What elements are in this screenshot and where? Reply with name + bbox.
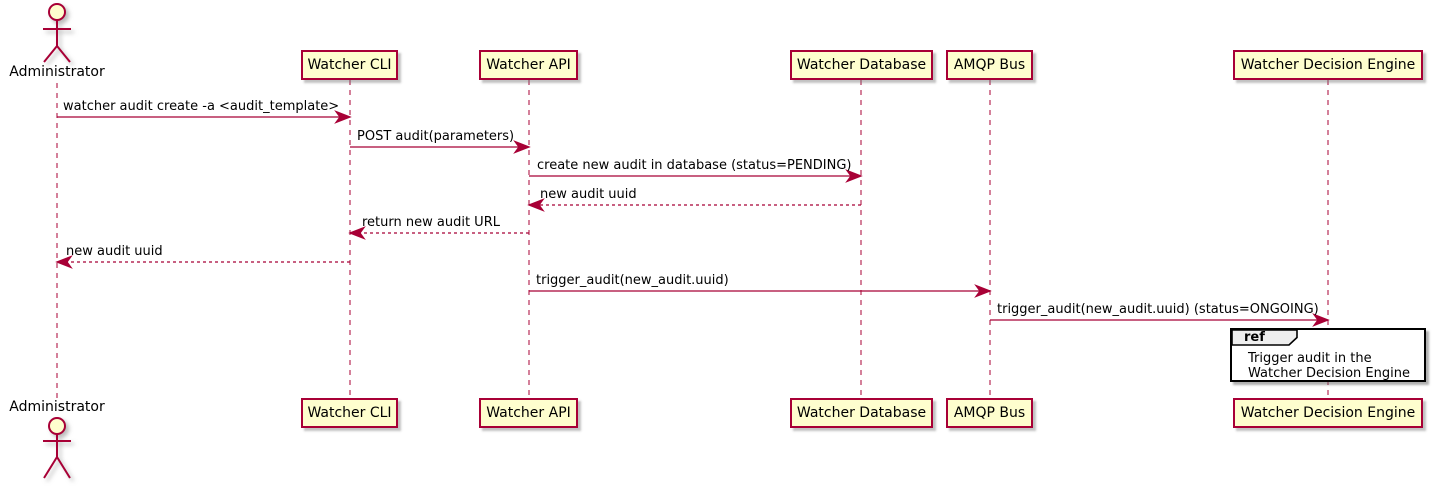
message-label-3: create new audit in database (status=PEN…: [537, 158, 852, 173]
ref-text: Trigger audit in the Watcher Decision En…: [1248, 351, 1410, 381]
actor-label-top: Administrator: [9, 64, 105, 80]
message-label-6: new audit uuid: [66, 244, 163, 259]
message-arrow-8: [990, 313, 1330, 327]
message-arrow-4: [527, 198, 861, 212]
ref-keyword: ref: [1244, 330, 1265, 345]
message-arrows: Watcher API (reply) --> Watcher CLI (rep…: [55, 110, 1330, 327]
message-arrow-7: [529, 284, 992, 298]
message-arrow-5: [348, 226, 529, 240]
participant-box-watcher-database-bottom: Watcher Database: [790, 398, 933, 428]
message-label-1: watcher audit create -a <audit_template>: [63, 99, 340, 114]
message-arrow-3: [529, 169, 863, 183]
actor-figure-top: [43, 3, 71, 63]
message-label-2: POST audit(parameters): [357, 129, 515, 144]
participant-box-watcher-decision-engine-bottom: Watcher Decision Engine: [1233, 398, 1423, 428]
actor-figure-bottom: [43, 417, 71, 479]
ref-text-line-1: Trigger audit in the: [1248, 351, 1372, 366]
participant-box-watcher-cli-top: Watcher CLI: [301, 50, 398, 80]
participant-box-watcher-decision-engine-top: Watcher Decision Engine: [1233, 50, 1423, 80]
participant-box-watcher-api-top: Watcher API: [479, 50, 578, 80]
ref-text-line-2: Watcher Decision Engine: [1248, 366, 1410, 381]
message-label-4: new audit uuid: [540, 187, 637, 202]
actor-label-bottom: Administrator: [9, 399, 105, 415]
ref-fragment: ref Trigger audit in the Watcher Decisio…: [1230, 328, 1426, 382]
message-arrow-2: [350, 140, 531, 154]
lifelines: [56, 80, 1329, 398]
message-label-8: trigger_audit(new_audit.uuid) (status=ON…: [997, 302, 1319, 317]
message-label-7: trigger_audit(new_audit.uuid): [536, 273, 729, 288]
participant-box-watcher-database-top: Watcher Database: [790, 50, 933, 80]
message-label-5: return new audit URL: [362, 215, 500, 230]
message-arrow-6: [55, 255, 350, 269]
ref-header-pentagon: [1231, 329, 1298, 346]
message-arrow-1: [57, 110, 352, 124]
participant-box-watcher-cli-bottom: Watcher CLI: [301, 398, 398, 428]
participant-box-watcher-api-bottom: Watcher API: [479, 398, 578, 428]
participant-box-amqp-bus-bottom: AMQP Bus: [946, 398, 1033, 428]
participant-box-amqp-bus-top: AMQP Bus: [946, 50, 1033, 80]
